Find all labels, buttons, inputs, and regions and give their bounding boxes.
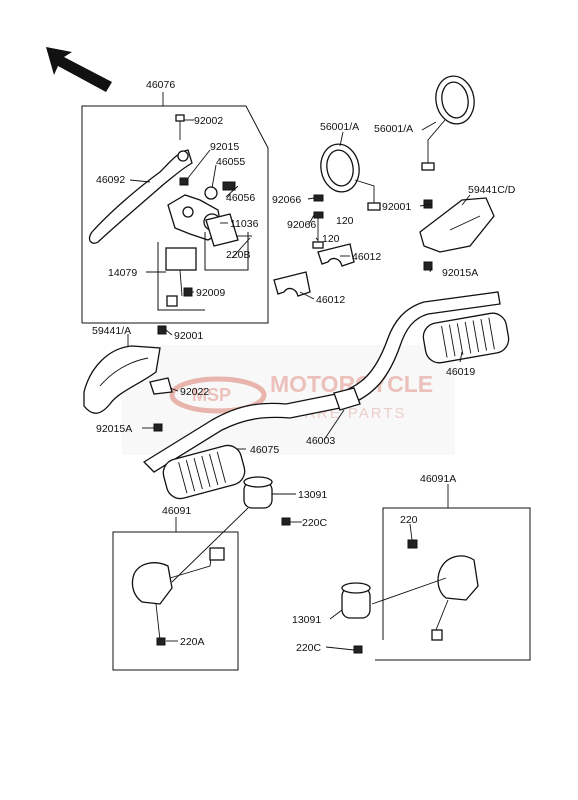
handlebar-holder-upper [317, 243, 355, 267]
switch-clamp-lower [341, 582, 371, 654]
label-46091a: 46091A [420, 473, 456, 485]
label-46019: 46019 [446, 366, 475, 378]
label-220c-top: 220C [302, 517, 328, 529]
screw-92002 [175, 114, 185, 140]
label-92001-top: 92001 [382, 201, 411, 213]
label-46075: 46075 [250, 444, 279, 456]
hand-guard-right [419, 197, 495, 271]
label-56001a-left: 56001/A [320, 121, 359, 133]
left-grip [162, 444, 246, 500]
label-46003: 46003 [306, 435, 335, 447]
label-59441cd: 59441C/D [468, 184, 516, 196]
throttle-grip [422, 312, 510, 364]
label-92001-left: 92001 [174, 330, 203, 342]
hand-guard-left [83, 325, 173, 432]
mirror-right [421, 75, 475, 171]
watermark-logo: MSP [192, 385, 231, 405]
label-92066-b: 92066 [287, 219, 316, 231]
label-46092: 46092 [96, 174, 125, 186]
label-92015a-right: 92015A [442, 267, 478, 279]
label-92022: 92022 [180, 386, 209, 398]
label-13091-top: 13091 [298, 489, 327, 501]
label-92066-a: 92066 [272, 194, 301, 206]
label-46012-b: 46012 [316, 294, 345, 306]
label-92002: 92002 [194, 115, 223, 127]
label-14079: 14079 [108, 267, 137, 279]
part-labels: 46076 92002 92015 46055 46092 46056 1103… [92, 79, 516, 654]
leader-lines [127, 119, 471, 651]
label-92015a-left: 92015A [96, 423, 132, 435]
label-220c-bottom: 220C [296, 642, 322, 654]
front-direction-arrow-icon [46, 47, 112, 92]
label-46012-a: 46012 [352, 251, 381, 263]
label-220b: 220B [226, 249, 251, 261]
label-220a: 220A [180, 636, 205, 648]
switch-14079 [165, 247, 197, 307]
right-switch-box [371, 507, 531, 661]
label-59441a: 59441/A [92, 325, 131, 337]
lever-clamp [205, 213, 239, 247]
label-46091: 46091 [162, 505, 191, 517]
label-46055: 46055 [216, 156, 245, 168]
clutch-lever-assembly-box [81, 92, 269, 324]
adjuster-46056 [204, 181, 236, 200]
handlebar-holder-lower [273, 271, 311, 297]
switch-clamp-upper [243, 476, 291, 526]
label-56001a-right: 56001/A [374, 123, 413, 135]
label-92009: 92009 [196, 287, 225, 299]
label-92015: 92015 [210, 141, 239, 153]
label-46076: 46076 [146, 79, 175, 91]
handlebar [142, 291, 501, 473]
left-switch-box [112, 507, 249, 671]
label-11036: 11036 [230, 218, 259, 230]
label-220: 220 [400, 514, 418, 526]
label-46056: 46056 [226, 192, 255, 204]
watermark: MSP MOTORCYCLE SPARE PARTS [122, 345, 455, 455]
mirror-left [320, 143, 381, 211]
nut-92015 [179, 177, 189, 186]
label-13091-bottom: 13091 [292, 614, 321, 626]
label-120-b: 120 [322, 233, 340, 245]
label-120-a: 120 [336, 215, 354, 227]
